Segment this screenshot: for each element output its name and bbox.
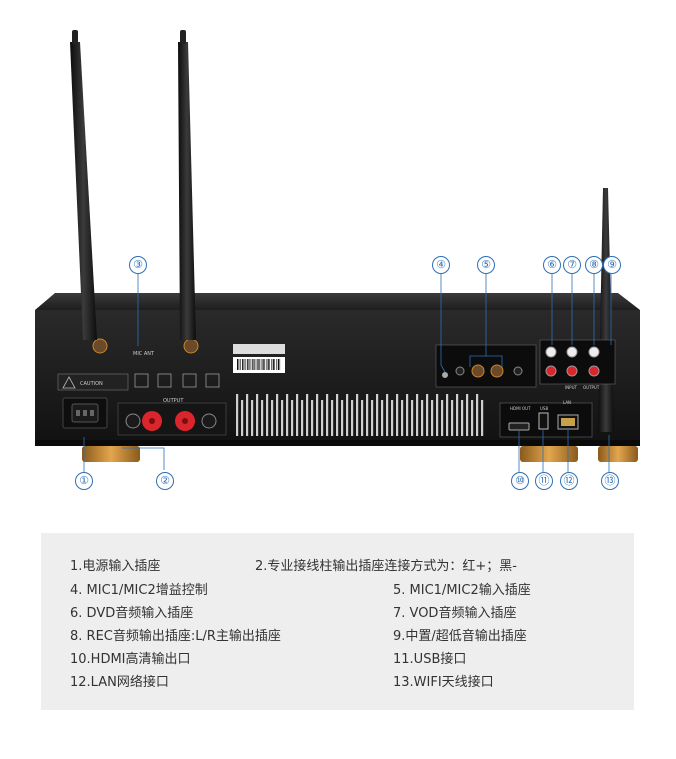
heatsink-vents [236, 394, 484, 436]
feet [82, 446, 638, 462]
callout-3: ③ [129, 256, 147, 274]
callout-8: ⑧ [585, 256, 603, 274]
svg-text:OUTPUT: OUTPUT [583, 385, 600, 390]
legend-item-11: 11.USB接口 [393, 652, 467, 667]
chassis-top [35, 293, 640, 310]
legend-item-1: 1.电源输入插座 [70, 559, 161, 574]
callout-6: ⑥ [543, 256, 561, 274]
callout-12: ⑫ [560, 472, 578, 490]
callout-10: ⑩ [511, 472, 529, 490]
svg-text:CAUTION: CAUTION [80, 381, 103, 387]
callout-13: ⑬ [601, 472, 619, 490]
legend-item-9: 9.中置/超低音输出插座 [393, 629, 527, 644]
mic-input-panel [435, 344, 537, 388]
callout-lines [83, 272, 612, 472]
serial-sticker [233, 344, 285, 373]
callout-1: ① [75, 472, 93, 490]
legend-item-12: 12.LAN网络接口 [70, 675, 169, 690]
callout-9: ⑨ [603, 256, 621, 274]
svg-text:HDMI OUT: HDMI OUT [510, 406, 531, 411]
rca-jacks: INPUT OUTPUT [539, 339, 616, 390]
amplifier-rear-photo: CAUTION OUTPUT MIC ANT [35, 30, 640, 472]
legend-panel: 1.电源输入插座 2.专业接线柱输出插座连接方式为：红+；黑- 4. MIC1/… [41, 533, 634, 710]
legend-item-4: 4. MIC1/MIC2增益控制 [70, 583, 208, 598]
legend-item-13: 13.WIFI天线接口 [393, 675, 494, 690]
io-ports: HDMI OUT USB LAN [499, 400, 593, 438]
legend-item-6: 6. DVD音频输入插座 [70, 606, 194, 621]
callout-4: ④ [432, 256, 450, 274]
callout-7: ⑦ [563, 256, 581, 274]
caution-label: CAUTION [57, 373, 220, 391]
callout-11: ⑪ [535, 472, 553, 490]
svg-text:INPUT: INPUT [565, 385, 578, 390]
legend-item-10: 10.HDMI高清输出口 [70, 652, 191, 667]
svg-text:LAN: LAN [563, 400, 571, 405]
callout-2: ② [156, 472, 174, 490]
speaker-terminals: OUTPUT [117, 398, 227, 436]
legend-item-7: 7. VOD音频输入插座 [393, 606, 517, 621]
svg-text:MIC ANT: MIC ANT [133, 351, 155, 357]
svg-text:USB: USB [540, 406, 548, 411]
legend-item-8: 8. REC音频输出插座:L/R主输出插座 [70, 629, 281, 644]
legend-item-2: 2.专业接线柱输出插座连接方式为：红+；黑- [255, 559, 517, 574]
callout-5: ⑤ [477, 256, 495, 274]
legend-item-5: 5. MIC1/MIC2输入插座 [393, 583, 531, 598]
svg-text:OUTPUT: OUTPUT [163, 398, 184, 404]
power-socket [62, 397, 108, 429]
